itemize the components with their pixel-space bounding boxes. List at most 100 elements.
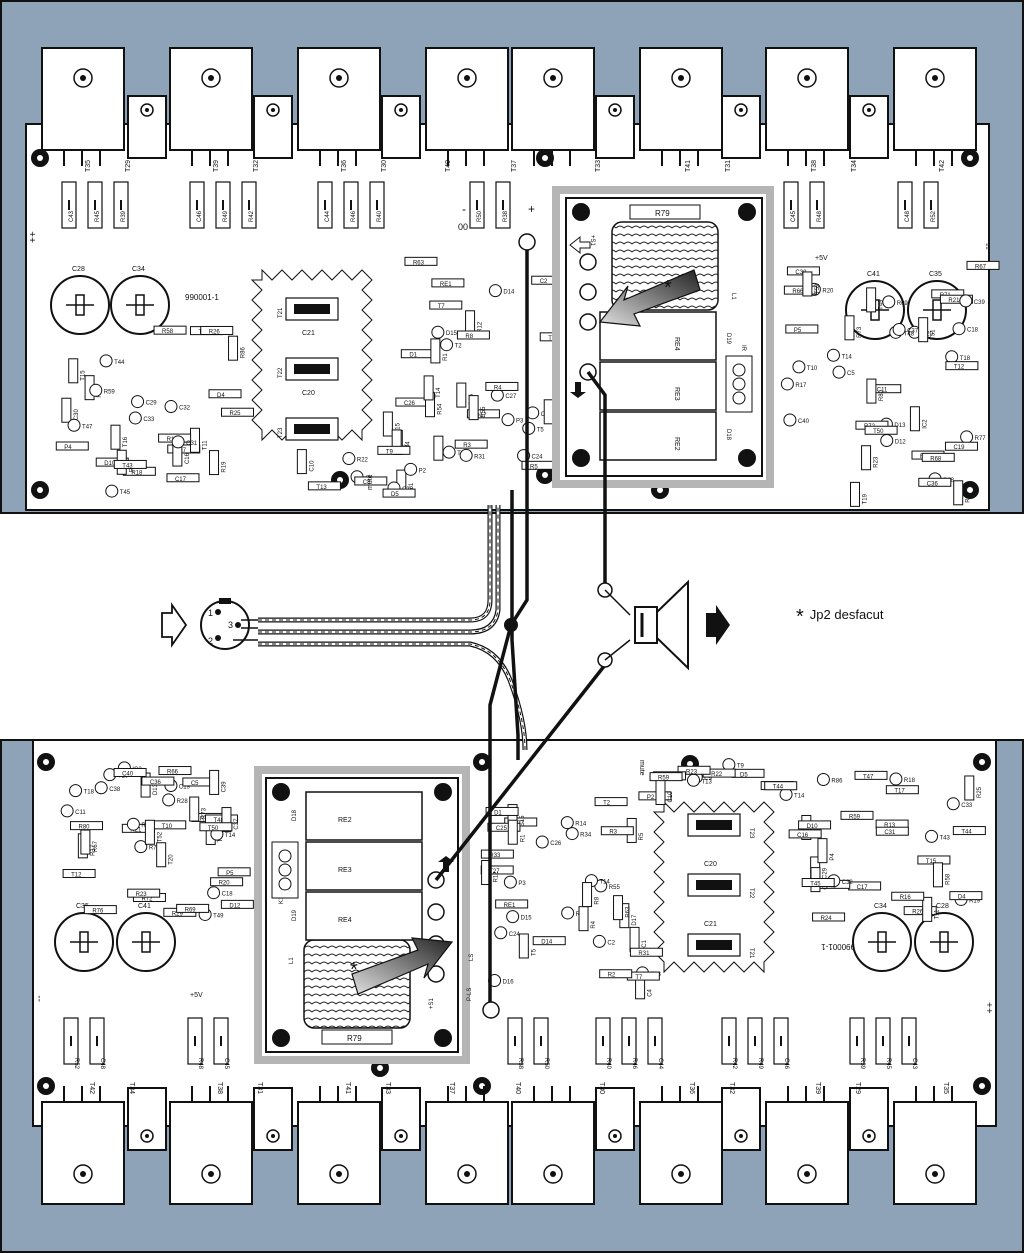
part-label: T17 [894,789,905,795]
part-label: T14 [599,880,610,886]
part-label: D1 [494,810,502,816]
part-label: T20 [169,854,175,865]
part-label: R38 [503,210,509,222]
module-hole-bottom-2 [434,783,452,801]
board-part: T18 [69,784,95,798]
board-part: T16 [110,424,129,450]
mounting-hole [37,1077,55,1095]
board-part: R14 [560,816,587,830]
part-label: R40 [605,1058,611,1070]
part-label: R14 [575,822,587,828]
transistor-label: T30 [381,160,388,172]
board-part: T20 [156,842,175,868]
relay-re2-top [599,411,717,461]
part-label: C2 [607,940,615,946]
part-label: IC1 [642,939,648,949]
board-part: C43 [901,1017,917,1070]
part-label: R46 [351,210,357,222]
part-label: C29 [146,401,158,407]
part-label: T14 [225,833,236,839]
transistor-label: T34 [851,160,858,172]
mounting-hole [37,753,55,771]
part-label: R63 [413,260,425,266]
supply-plus-top: + [528,202,535,216]
supply-minus-top: - [462,202,466,216]
board-part: R63 [613,895,632,921]
part-label: R23 [874,456,880,468]
part-label: R55 [609,885,621,891]
pin-pls-bottom: P-LS [467,988,473,1001]
part-label: T2 [603,801,611,807]
board-part: T50 [199,822,233,832]
part-label: C38 [795,270,807,276]
part-label: R46 [631,1058,637,1070]
part-label: C34 [874,903,887,910]
transistor-label: T32 [253,160,260,172]
power-transistor [169,1086,253,1205]
part-label: T43 [122,463,133,469]
mounting-hole [31,149,49,167]
part-label: R17 [90,844,96,856]
board-part: R73 [844,315,863,341]
part-label: T5 [537,427,545,433]
part-label: C43 [69,210,75,222]
board-part: C46 [773,1017,789,1070]
board-part: D14 [488,284,515,298]
part-label: P5 [794,328,802,334]
board-part: T44 [952,826,986,836]
star-heatsink [250,268,373,442]
part-label: C36 [927,481,939,487]
board-part: C36 [918,477,952,487]
part-label: T43 [940,835,951,841]
part-label: R12 [478,321,484,333]
part-label: D4 [958,895,966,901]
board-part: R33 [480,849,514,859]
board-part: C27 [490,388,517,402]
board-part: C48 [89,1017,105,1070]
power-transistor [41,1086,125,1205]
board-part: C33 [128,411,155,425]
mounting-hole [961,481,979,499]
part-label: C24 [532,455,544,461]
board-part: T14 [826,348,852,362]
part-label: C43 [911,1058,917,1070]
driver-transistor [381,95,421,159]
part-label: R86 [831,779,843,785]
driver-transistor [381,1087,421,1151]
mute-label-top: mute [367,474,374,490]
part-label: C19 [179,784,191,790]
part-label: T12 [71,873,82,879]
part-label: P3 [518,881,526,887]
part-label: T13 [316,485,327,491]
part-label: T52 [157,831,163,842]
part-label: T15 [81,370,87,381]
part-label: C40 [798,419,810,425]
relay-re3-bottom [305,841,423,891]
part-label: R54 [438,403,444,415]
part-label: C31 [884,830,896,836]
part-label: C20 [302,390,315,397]
module-hole-top-1 [572,203,590,221]
module-hole-bottom-4 [434,1029,452,1047]
part-label: T13 [701,779,712,785]
part-label: C33 [961,803,973,809]
part-label: C18 [967,328,979,334]
part-label: C27 [505,394,517,400]
board-part: R20 [210,877,244,887]
part-label: D13 [153,783,159,795]
part-label: T45 [810,882,821,888]
part-label: R17 [795,383,807,389]
board-part: T45 [801,878,835,888]
protection-module-top: R79 RE4 RE3 RE2 L1 D19 D18 K1 IR +S1 * [552,186,774,488]
transistor-label: T31 [725,160,732,172]
board-part: P4 [55,441,89,451]
driver-transistor [849,1087,889,1151]
part-label: C16 [797,833,809,839]
relay-re2-bottom [305,791,423,841]
board-part: C40 [783,413,810,427]
ir-label-top: IR [740,345,746,352]
board-part: R59 [89,383,115,397]
board-part: D1 [400,349,434,359]
